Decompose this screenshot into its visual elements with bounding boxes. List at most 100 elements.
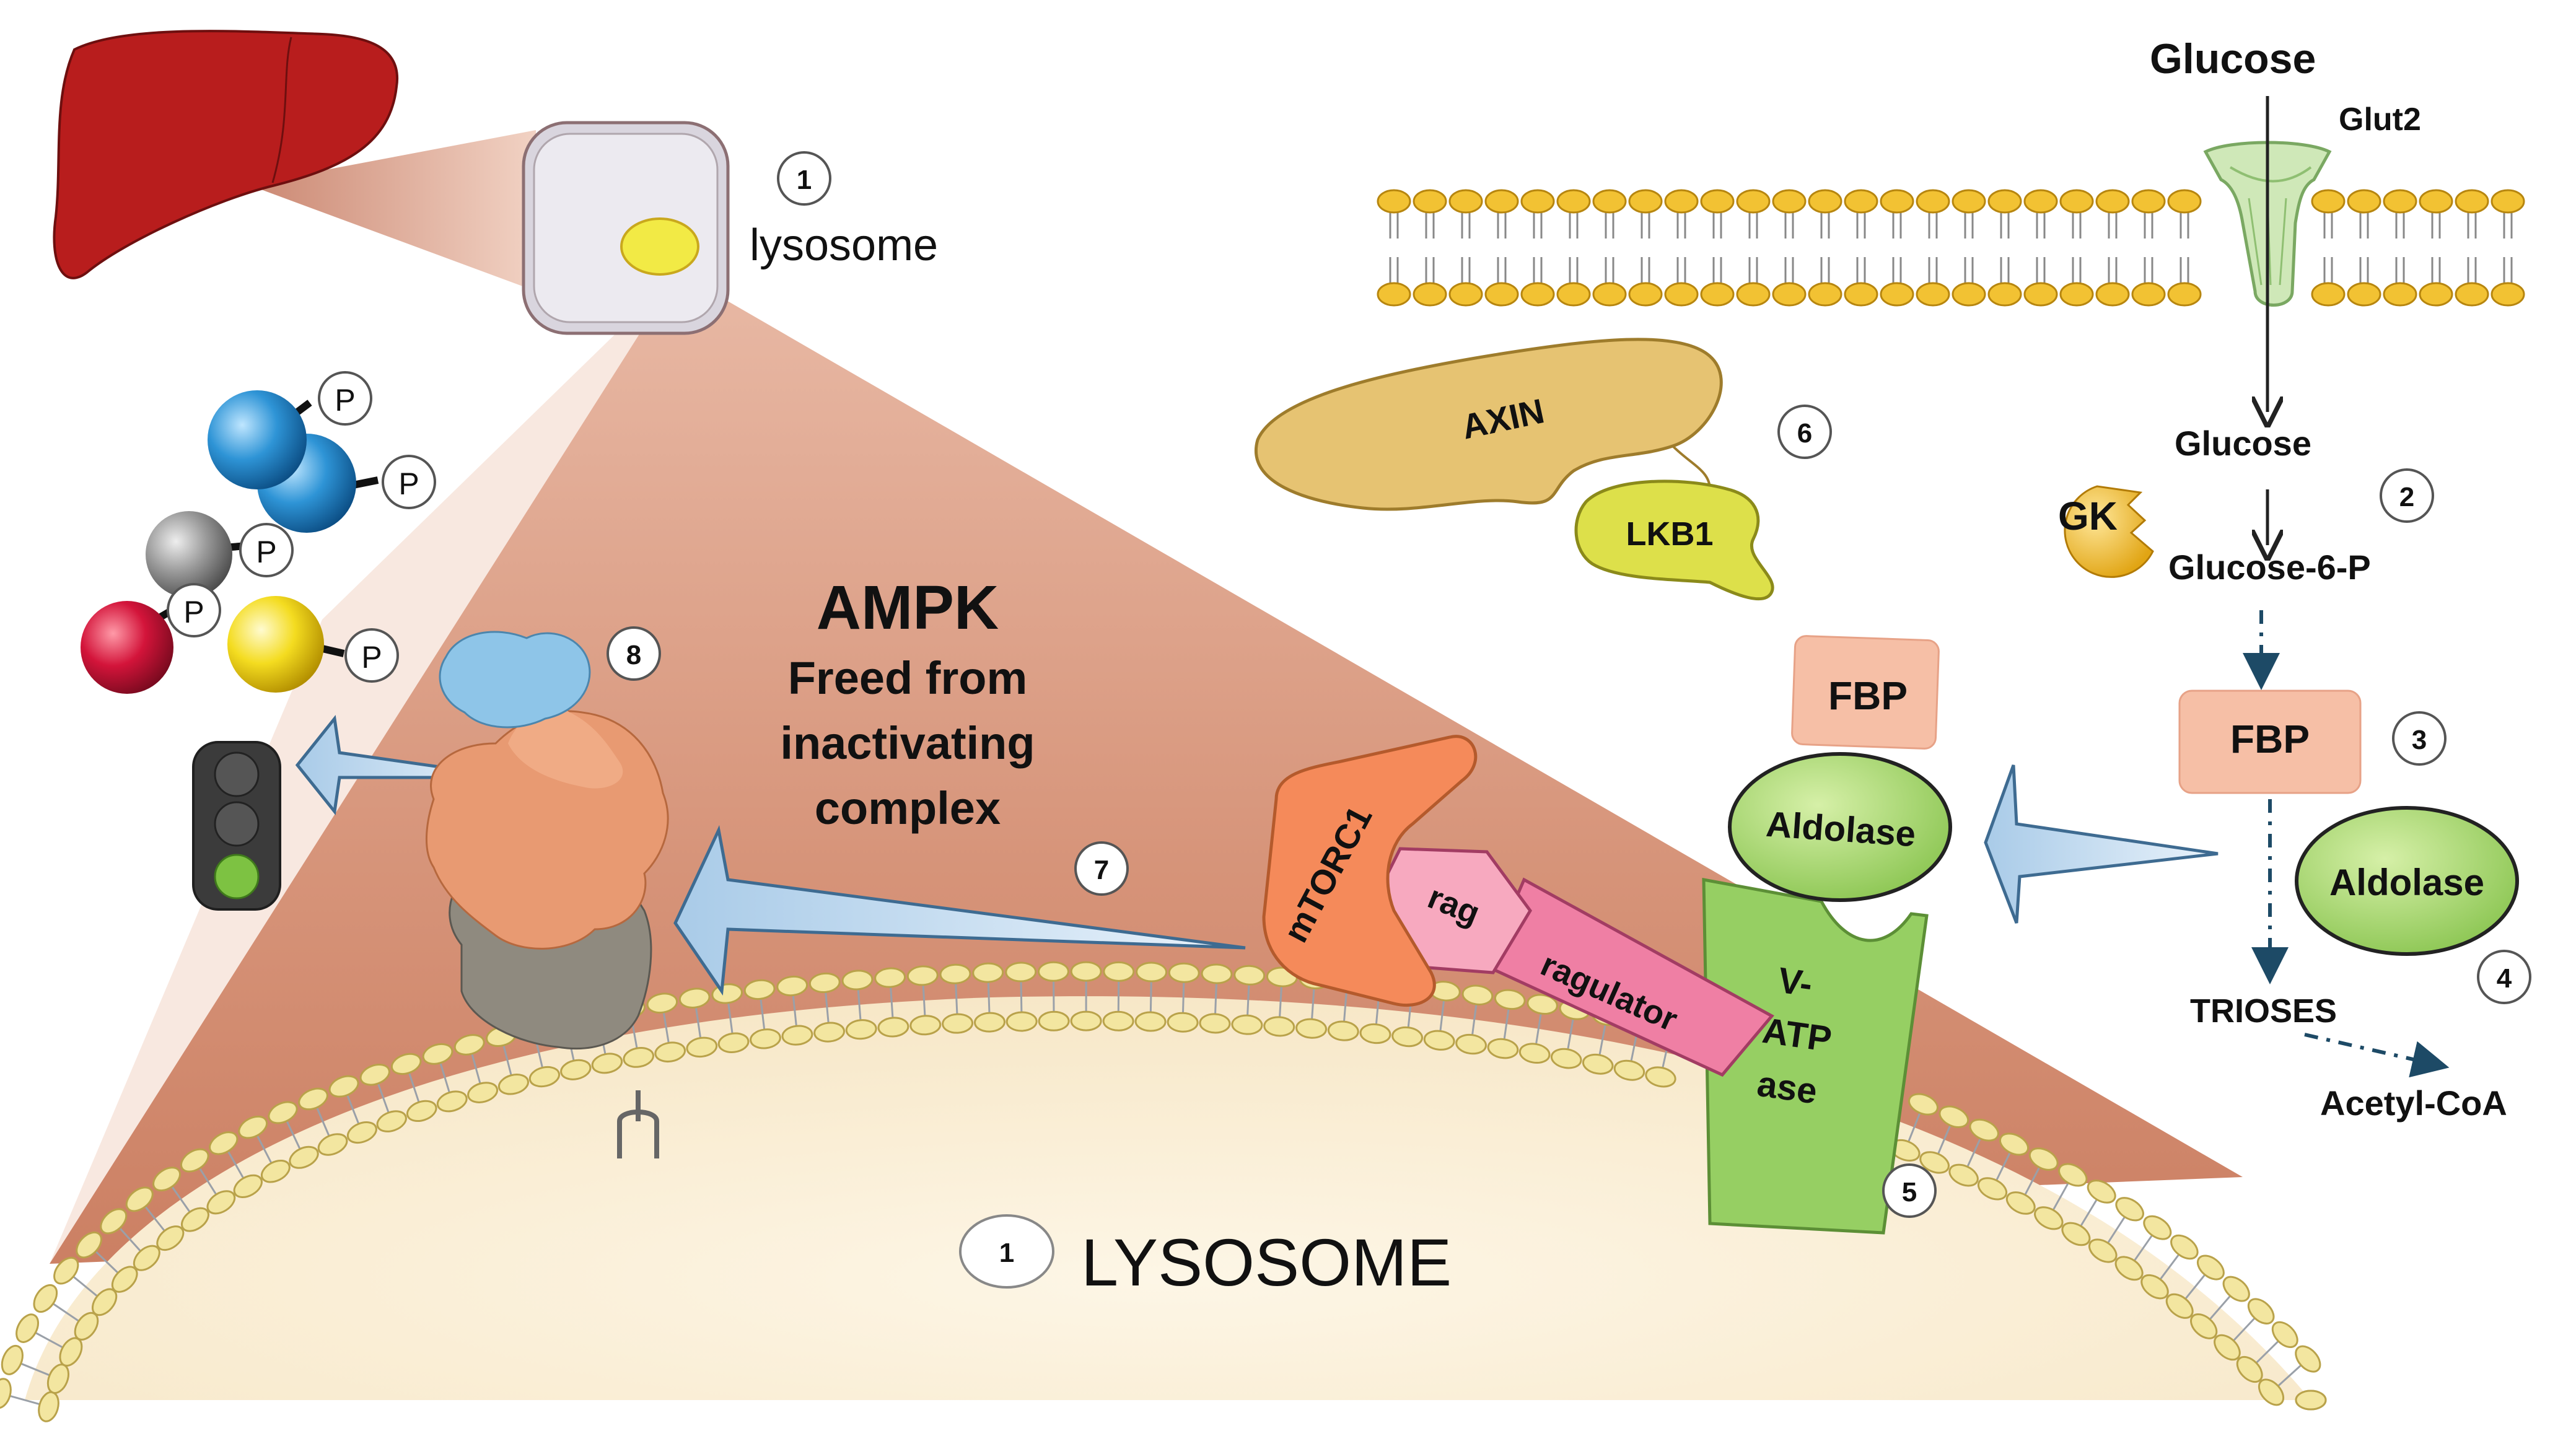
step-badge-1-top: 1	[778, 152, 830, 204]
step-badge-8: 8	[608, 628, 660, 680]
v-atpase-label-3: ase	[1755, 1064, 1820, 1112]
lipid-tail	[1183, 983, 1184, 1012]
v-atpase-label-1: V-	[1776, 960, 1815, 1005]
lipid-head	[1378, 283, 1410, 305]
lipid-head	[2348, 190, 2380, 212]
lipid-head	[1201, 964, 1232, 984]
fbp-right-label: FBP	[2230, 717, 2310, 761]
lipid-head	[1450, 190, 1482, 212]
lipid-head	[2456, 283, 2488, 305]
phospho-label-3: P	[256, 535, 276, 569]
step-badge-3: 3	[2393, 712, 2445, 764]
fbp-center-label: FBP	[1828, 673, 1908, 718]
phospho-label-1: P	[335, 383, 355, 418]
lipid-head	[1845, 283, 1877, 305]
lipid-head	[1103, 1012, 1133, 1030]
lipid-head	[1881, 190, 1913, 212]
lipid-head	[2492, 190, 2524, 212]
lipid-head	[1136, 1012, 1166, 1031]
lipid-head	[1522, 190, 1554, 212]
lipid-head	[2167, 1231, 2202, 1264]
lipid-head	[1845, 190, 1877, 212]
lipid-head	[908, 966, 939, 986]
lipid-head	[1486, 283, 1518, 305]
svg-text:8: 8	[626, 640, 641, 670]
step-badge-2: 2	[2381, 470, 2433, 522]
lipid-head	[2096, 190, 2129, 212]
lipid-head	[1989, 190, 2021, 212]
lysosome-large-label: LYSOSOME	[1081, 1225, 1452, 1300]
lipid-head	[1199, 1014, 1230, 1033]
lipid-head	[910, 1015, 941, 1035]
lipid-head	[940, 964, 970, 984]
lipid-head	[2193, 1251, 2228, 1284]
lipid-head	[1557, 283, 1590, 305]
lipid-head	[1809, 283, 1841, 305]
trioses-label: TRIOSES	[2190, 992, 2337, 1030]
lipid-head	[1486, 190, 1518, 212]
lipid-head	[2112, 1193, 2147, 1225]
lipid-head	[29, 1281, 61, 1316]
lipid-head	[1665, 190, 1698, 212]
lipid-tail	[1021, 982, 1022, 1012]
glucose-extracellular-label: Glucose	[2150, 35, 2316, 82]
lipid-head	[1917, 190, 1949, 212]
ampk-subtitle-line2: inactivating	[780, 717, 1035, 769]
lipid-head	[1629, 283, 1662, 305]
lipid-head	[1038, 962, 1068, 981]
lipid-tail	[988, 983, 989, 1012]
svg-text:1: 1	[797, 165, 812, 195]
lipid-head	[942, 1014, 973, 1033]
lipid-head	[1953, 283, 1985, 305]
lipid-head	[2456, 190, 2488, 212]
lipid-head	[1232, 1015, 1262, 1035]
lipid-head	[2291, 1342, 2324, 1377]
lipid-head	[2492, 283, 2524, 305]
phospho-label-5: P	[361, 640, 382, 675]
lipid-head	[2140, 1212, 2175, 1244]
lipid-head	[2168, 190, 2201, 212]
gk-label: GK	[2058, 494, 2118, 538]
step-badge-4: 4	[2478, 951, 2530, 1003]
lipid-head	[1136, 963, 1167, 982]
lipid-head	[1071, 1012, 1101, 1030]
lipid-head	[1989, 283, 2021, 305]
ampk-label: AMPK	[817, 573, 999, 642]
step-badge-6: 6	[1779, 406, 1831, 458]
acetyl-coa-label: Acetyl-CoA	[2320, 1084, 2507, 1123]
lipid-head	[2061, 283, 2093, 305]
lipid-head	[1414, 190, 1446, 212]
lipid-head	[0, 1377, 14, 1410]
step-badge-7: 7	[1076, 843, 1128, 895]
lysosome-small-label: lysosome	[750, 221, 938, 270]
glucose-6-p-label: Glucose-6-P	[2168, 548, 2371, 587]
lipid-head	[1234, 965, 1264, 985]
lysosome-small-icon	[621, 219, 698, 274]
lipid-head	[1593, 190, 1626, 212]
svg-text:3: 3	[2412, 725, 2427, 755]
lipid-tail	[1150, 982, 1151, 1012]
lipid-head	[1264, 1017, 1295, 1037]
ampk-subtitle-line3: complex	[815, 782, 1001, 834]
lipid-head	[1665, 283, 1698, 305]
traffic-light-icon	[193, 742, 280, 909]
svg-text:1: 1	[999, 1238, 1014, 1268]
lipid-head	[2296, 1391, 2326, 1409]
lipid-head	[1629, 190, 1662, 212]
glut2-label: Glut2	[2339, 102, 2421, 138]
svg-text:4: 4	[2497, 963, 2512, 994]
lipid-head	[2420, 190, 2452, 212]
lipid-head	[1378, 190, 1410, 212]
lipid-head	[1168, 1013, 1198, 1032]
svg-text:6: 6	[1797, 418, 1812, 449]
lipid-head	[1593, 283, 1626, 305]
phospho-label-4: P	[183, 595, 204, 629]
glucose-intracellular-label: Glucose	[2175, 424, 2311, 463]
phospho-label-2: P	[398, 466, 419, 501]
lipid-head	[1414, 283, 1446, 305]
step-badge-5: 5	[1883, 1165, 1935, 1217]
lipid-head	[2420, 283, 2452, 305]
ampk-subtitle-line1: Freed from	[788, 652, 1028, 704]
lipid-head	[1701, 190, 1733, 212]
